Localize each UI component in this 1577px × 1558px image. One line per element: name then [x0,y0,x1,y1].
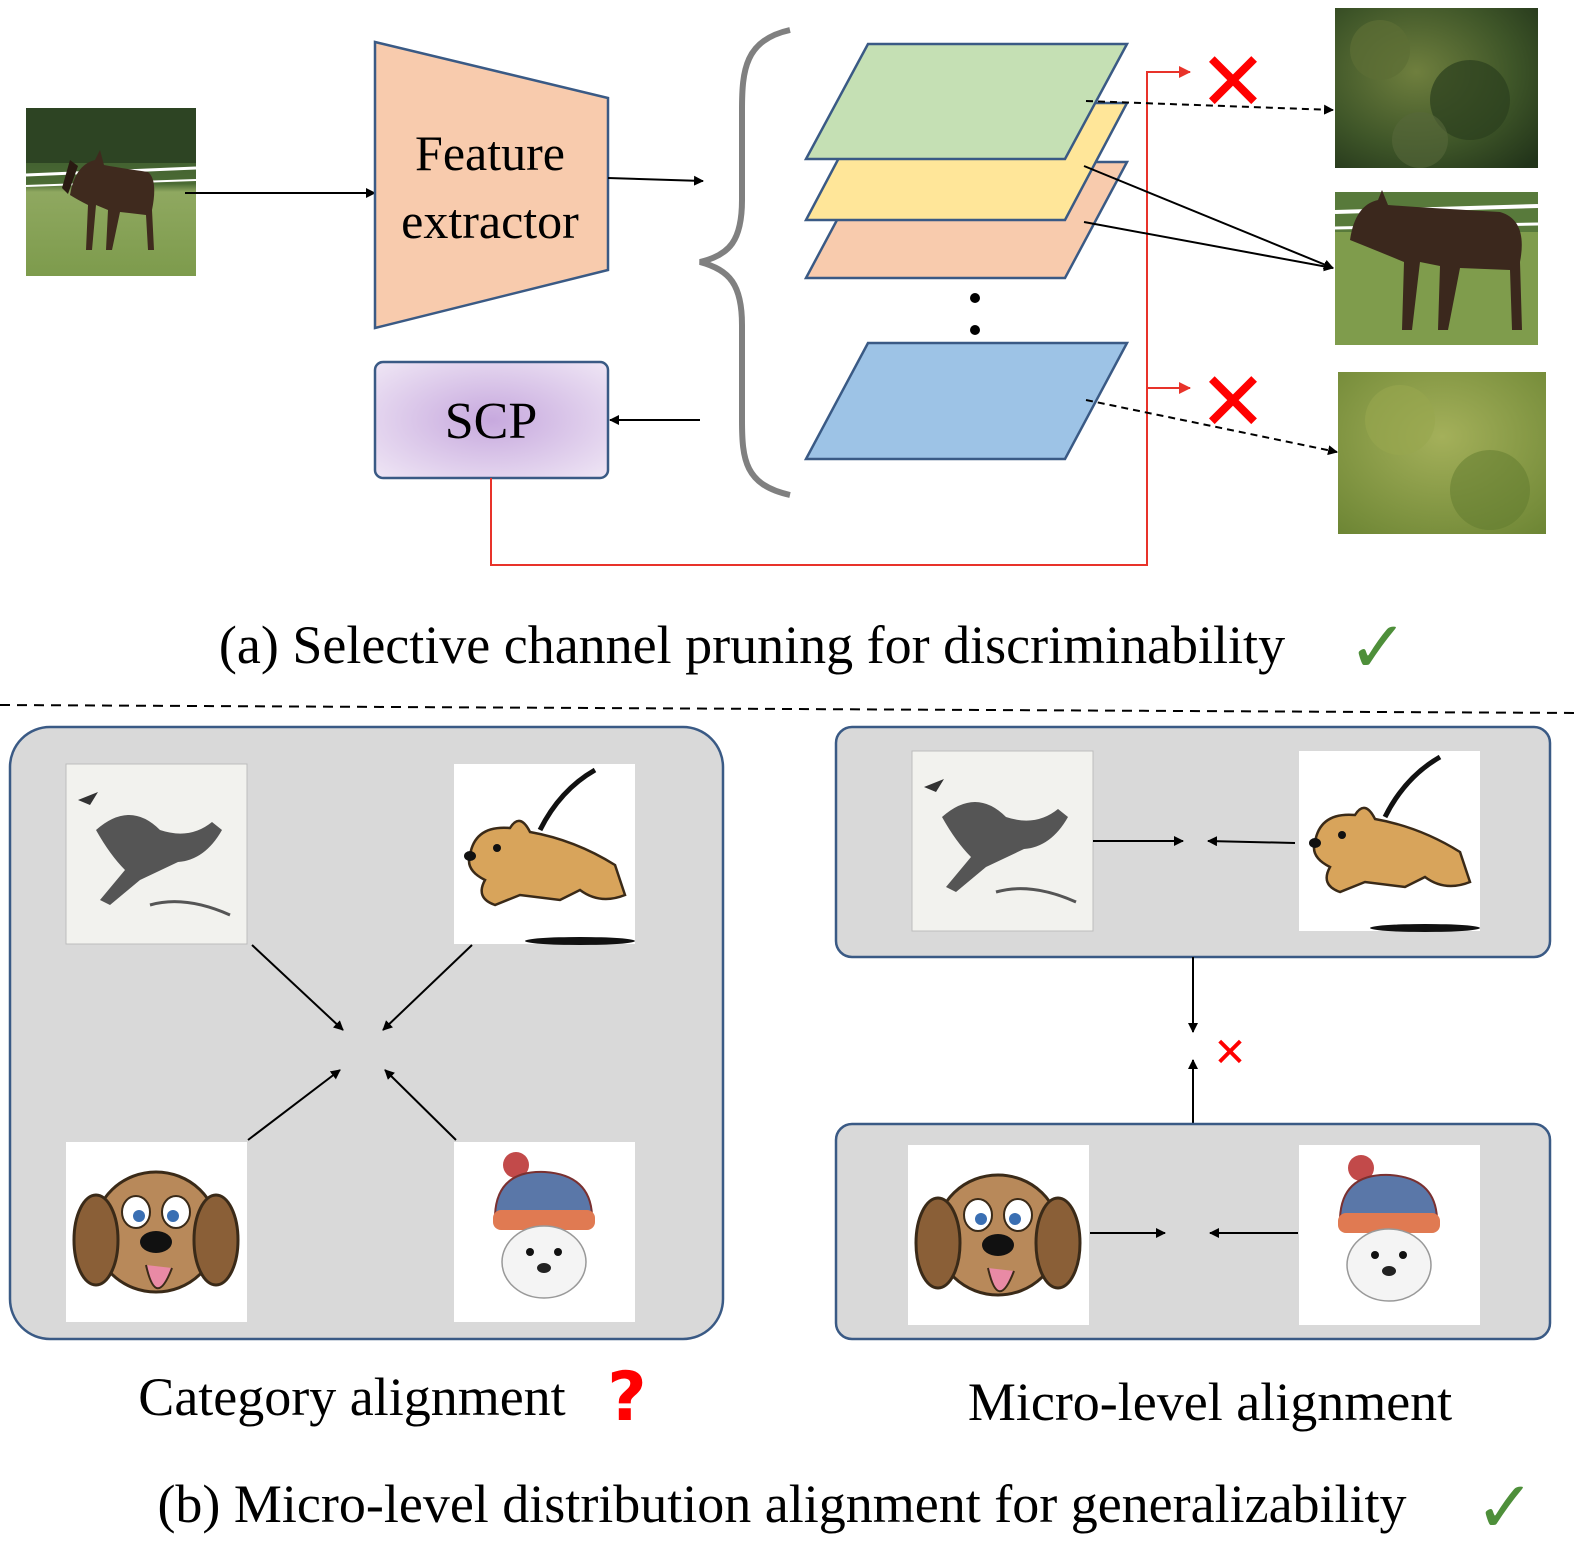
feature-map-blue [803,341,1130,461]
converge-arrow-4 [384,1069,457,1141]
input-horse-image [25,108,197,276]
grass-background-patch [1338,372,1546,534]
check-icon-a: ✓ [1348,605,1408,689]
cartoon-dog-face-image-right [908,1145,1089,1325]
kept-arrow-2 [1083,221,1334,272]
micro-level-alignment-label: Micro-level alignment [968,1372,1452,1432]
ink-dog-image-right [911,750,1094,932]
cartoon-dog-face-image-left [66,1142,247,1322]
pruned-arrow-bottom [1085,399,1338,456]
horse-crop-patch [1334,190,1539,345]
feature-map-green [803,42,1130,161]
channel-brace [699,27,791,498]
feature-extractor-label-line1: Feature [415,125,565,181]
feature-extractor-label-line2: extractor [401,193,579,249]
cartoon-leash-dog-image-left [454,764,635,945]
scp-control-line-lower [490,382,1191,566]
scp-control-line-upper [1146,66,1191,388]
caption-a: (a) Selective channel pruning for discri… [219,615,1285,675]
blocked-cross: ✕ [1213,1030,1247,1076]
pruned-arrow-top [1085,100,1334,115]
tree-background-patch [1335,8,1538,168]
scp-label: SCP [445,393,538,450]
converge-arrow-1 [251,944,344,1031]
dog-in-hat-image-right [1299,1145,1480,1325]
pruned-cross-top: ✕ [1199,35,1268,130]
scp-module: SCP [373,360,610,480]
cartoon-leash-dog-image-right [1299,751,1480,932]
dog-in-hat-image-left [454,1142,635,1322]
converge-arrow-3 [247,1069,341,1141]
micro-arrow-top-right [1207,836,1296,847]
feature-extractor: Feature extractor [373,40,610,330]
kept-arrow-1 [1083,165,1334,270]
ink-dog-image-left [65,763,248,945]
pruned-cross-bottom: ✕ [1199,355,1268,450]
check-icon-b: ✓ [1475,1465,1535,1549]
extractor-output-arrow [607,175,704,186]
question-icon: ? [607,1358,646,1437]
caption-b: (b) Micro-level distribution alignment f… [157,1474,1406,1534]
converge-arrow-2 [382,944,473,1031]
category-alignment-label: Category alignment [138,1367,565,1427]
section-divider [0,704,1577,714]
